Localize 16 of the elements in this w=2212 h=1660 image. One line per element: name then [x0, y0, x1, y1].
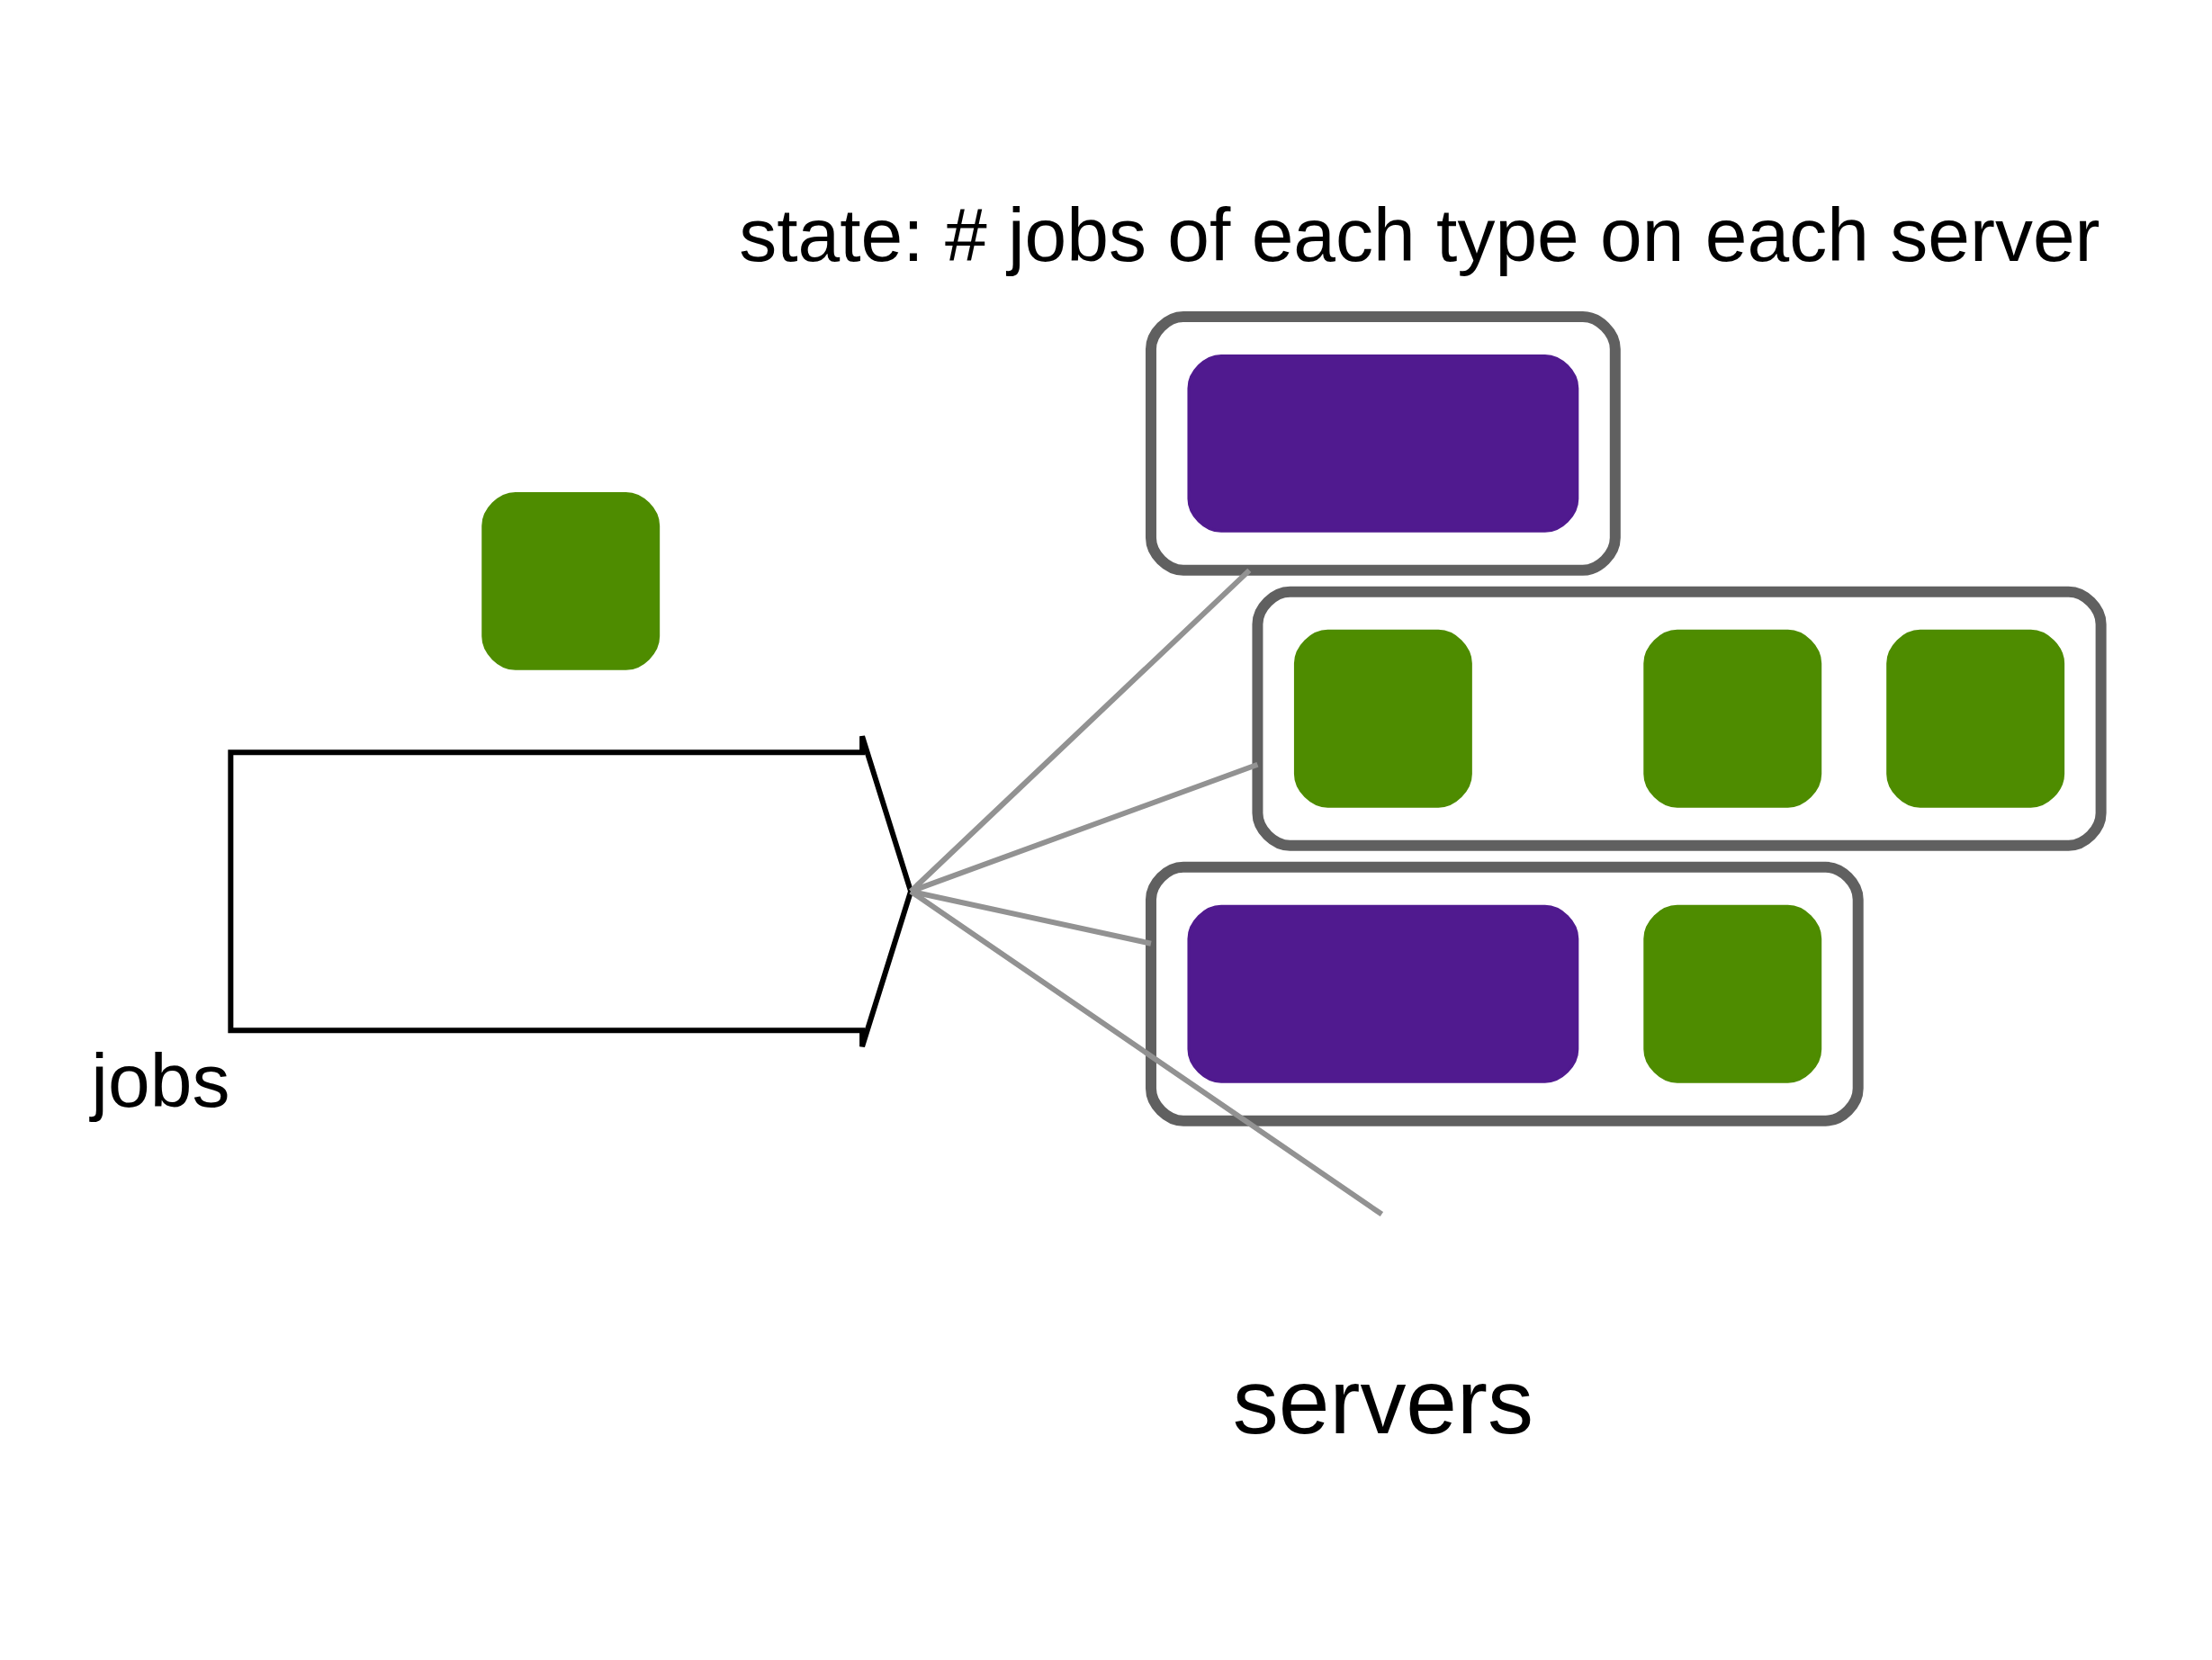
node-box [1642, 904, 1821, 1083]
node-box [1293, 629, 1472, 808]
node-label: jobs [90, 1038, 229, 1124]
node-box [1186, 354, 1578, 533]
label: servers [1232, 1350, 1533, 1453]
node-box [1186, 904, 1578, 1083]
connector [909, 888, 1152, 947]
cluster [1145, 861, 1864, 1126]
cluster [1145, 310, 1621, 576]
connector [908, 889, 1383, 1217]
node-box [481, 491, 660, 670]
diagram-title: state: # jobs of each type on each server [738, 193, 2100, 278]
node-box [1885, 629, 2064, 808]
cluster [1251, 586, 2107, 851]
node-arrow [227, 733, 913, 1050]
node-box [1642, 629, 1821, 808]
